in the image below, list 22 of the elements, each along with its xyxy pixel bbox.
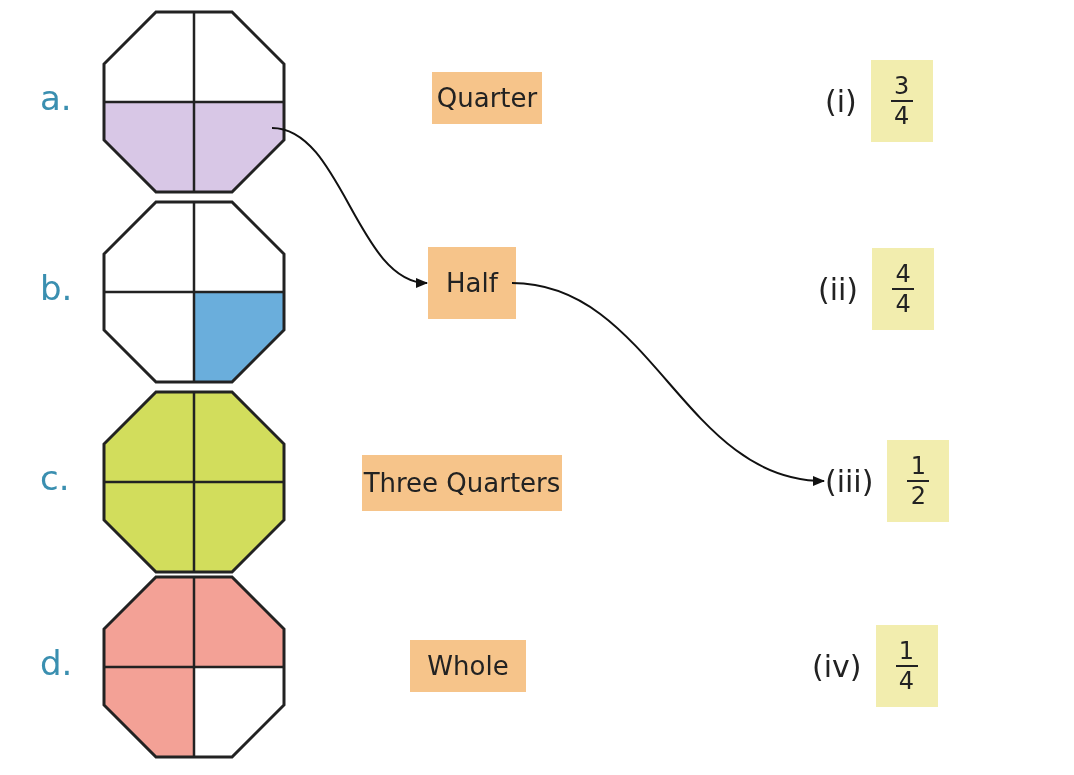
row-letter: a. xyxy=(40,78,72,118)
fraction-card: 3 4 xyxy=(870,60,933,142)
word-card: Half xyxy=(428,247,516,319)
fraction-card: 1 4 xyxy=(875,625,938,707)
word-card: Three Quarters xyxy=(362,455,562,511)
row-letter: b. xyxy=(40,268,73,308)
fraction-card: 1 2 xyxy=(887,440,950,522)
arrow xyxy=(511,282,825,485)
item-numeral: (iv) xyxy=(812,648,862,684)
octagon-drawing xyxy=(102,10,286,194)
octagon-drawing xyxy=(102,575,286,759)
word-card: Quarter xyxy=(432,72,542,124)
row-letter: d. xyxy=(40,643,73,683)
item-numeral: (iii) xyxy=(825,463,874,499)
item-numeral: (ii) xyxy=(818,271,859,307)
item-numeral: (i) xyxy=(825,83,857,119)
arrow xyxy=(271,127,428,286)
fraction-card: 4 4 xyxy=(872,248,935,330)
octagon-drawing xyxy=(102,390,286,574)
word-card: Whole xyxy=(410,640,526,692)
row-letter: c. xyxy=(40,458,70,498)
octagon-drawing xyxy=(102,200,286,384)
